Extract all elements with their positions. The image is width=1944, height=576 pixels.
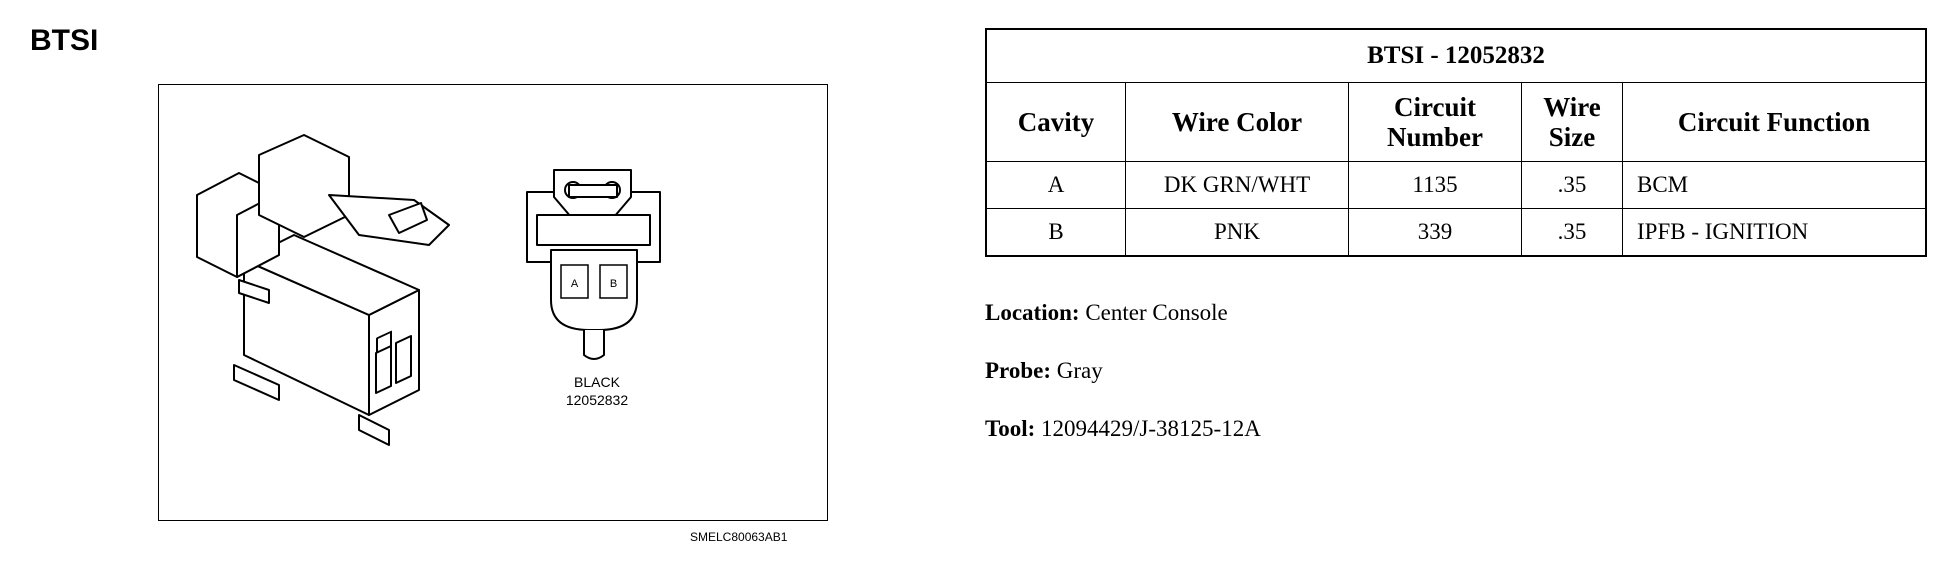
- tool-line: Tool: 12094429/J-38125-12A: [985, 416, 1261, 442]
- cell-circuit-number: 339: [1348, 208, 1522, 257]
- cell-cavity: A: [985, 161, 1126, 209]
- probe-value: Gray: [1056, 358, 1103, 383]
- probe-line: Probe: Gray: [985, 358, 1103, 384]
- connector-latch-tip: [388, 202, 428, 234]
- connector-figure: A B BLACK 12052832: [158, 84, 828, 521]
- front-view-shroud: [536, 214, 651, 246]
- table-row: B PNK 339 .35 IPFB - IGNITION: [985, 208, 1927, 257]
- cavity-b-label: B: [610, 278, 617, 290]
- cell-cavity: B: [985, 208, 1126, 257]
- probe-label: Probe:: [985, 358, 1052, 383]
- cell-circuit-function: BCM: [1622, 161, 1927, 209]
- front-view-key: [583, 330, 605, 360]
- page-heading: BTSI: [30, 24, 99, 57]
- location-value: Center Console: [1085, 300, 1228, 325]
- cavity-b-box: [599, 264, 628, 299]
- connector-rear-tab: [358, 414, 390, 446]
- front-view-latch-bar: [568, 184, 618, 198]
- header-wire-size-line2: Size: [1548, 122, 1596, 152]
- connector-cavity-1: [375, 345, 392, 394]
- connector-cavity-2: [395, 335, 412, 384]
- part-number: 12052832: [565, 392, 629, 408]
- connector-base-tab: [233, 364, 280, 401]
- table-title: BTSI - 12052832: [985, 28, 1927, 83]
- connector-illustration: A B: [196, 134, 661, 446]
- header-wire-size-line1: Wire: [1543, 92, 1601, 122]
- cell-wire-size: .35: [1521, 208, 1623, 257]
- header-cavity: Cavity: [985, 82, 1126, 162]
- tool-label: Tool:: [985, 416, 1036, 441]
- part-label: BLACK 12052832: [547, 373, 647, 409]
- location-line: Location: Center Console: [985, 300, 1228, 326]
- table-row: A DK GRN/WHT 1135 .35 BCM: [985, 161, 1927, 209]
- header-circuit-function: Circuit Function: [1622, 82, 1927, 162]
- header-circuit-number-line1: Circuit: [1394, 92, 1476, 122]
- cell-circuit-number: 1135: [1348, 161, 1522, 209]
- header-wire-color: Wire Color: [1125, 82, 1349, 162]
- pinout-table: BTSI - 12052832 Cavity Wire Color Circui…: [985, 28, 1927, 257]
- connector-slot: [238, 279, 270, 304]
- cavity-a-label: A: [571, 278, 579, 290]
- part-color: BLACK: [574, 374, 620, 390]
- cell-circuit-function: IPFB - IGNITION: [1622, 208, 1927, 257]
- cell-wire-color: PNK: [1125, 208, 1349, 257]
- cavity-a-box: [560, 264, 589, 299]
- header-circuit-number: Circuit Number: [1348, 82, 1522, 162]
- cell-wire-size: .35: [1521, 161, 1623, 209]
- header-wire-size: Wire Size: [1521, 82, 1623, 162]
- connector-housing-top: [258, 134, 350, 238]
- cell-wire-color: DK GRN/WHT: [1125, 161, 1349, 209]
- tool-value: 12094429/J-38125-12A: [1041, 416, 1261, 441]
- connector-latch-arm: [328, 194, 450, 246]
- location-label: Location:: [985, 300, 1080, 325]
- figure-code: SMELC80063AB1: [690, 530, 788, 544]
- header-circuit-number-line2: Number: [1387, 122, 1483, 152]
